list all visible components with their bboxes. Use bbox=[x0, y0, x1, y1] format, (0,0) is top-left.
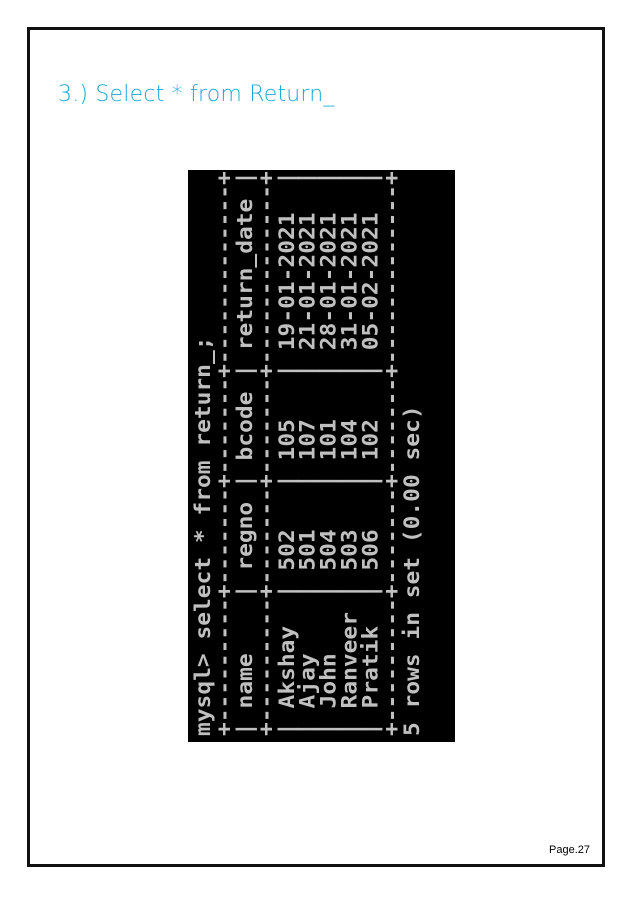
mysql-terminal-screenshot: mysql> select * from return_; +---------… bbox=[188, 170, 455, 742]
page-number: Page.27 bbox=[549, 844, 590, 856]
result-summary: 5 rows in set (0.00 sec) bbox=[401, 405, 425, 736]
terminal-output: mysql> select * from return_; +---------… bbox=[192, 170, 425, 736]
page-frame: 3.) Select * from Return_ mysql> select … bbox=[27, 27, 605, 867]
terminal-rotated-view: mysql> select * from return_; +---------… bbox=[188, 170, 455, 742]
query-heading: 3.) Select * from Return_ bbox=[58, 82, 335, 107]
